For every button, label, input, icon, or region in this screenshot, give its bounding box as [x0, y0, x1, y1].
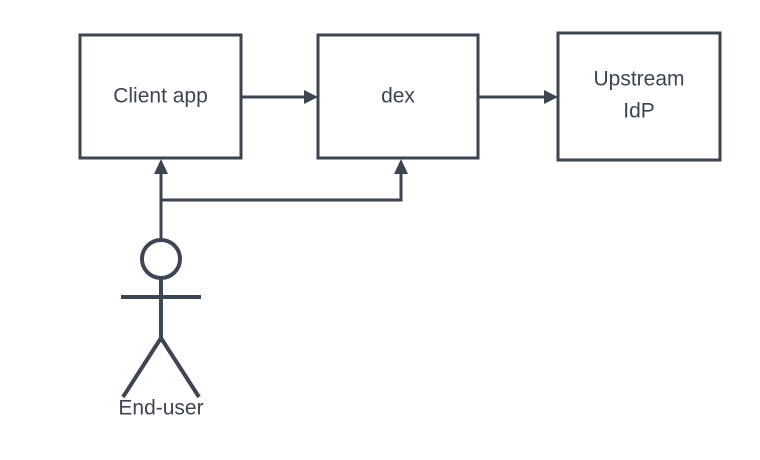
node-client-app-label: Client app: [113, 85, 208, 108]
node-dex-label: dex: [381, 85, 415, 108]
actor-right-leg-line: [159, 336, 201, 399]
actor-left-leg-line: [121, 336, 163, 399]
node-dex-rect[interactable]: [316, 33, 480, 160]
edge-end-user-to-dex-line: [161, 170, 403, 202]
node-upstream-idp-label-line1: Upstream: [593, 68, 684, 91]
edge-end-user-to-client-app: [154, 159, 168, 240]
node-upstream-idp-rect[interactable]: [556, 31, 722, 162]
node-upstream-idp-label-line2: IdP: [623, 100, 655, 123]
node-upstream-idp[interactable]: Upstream IdP: [556, 31, 722, 162]
edge-client-app-to-dex-arrowhead: [304, 90, 318, 104]
node-end-user-label: End-user: [118, 397, 203, 420]
edge-end-user-to-dex-arrowhead: [394, 159, 408, 174]
edge-dex-to-upstream-idp: [478, 90, 558, 104]
edge-client-app-to-dex: [241, 90, 318, 104]
node-end-user[interactable]: End-user: [118, 238, 204, 420]
node-client-app[interactable]: Client app: [78, 33, 243, 160]
node-client-app-rect[interactable]: [78, 33, 243, 160]
actor-head-icon: [140, 238, 182, 280]
edge-end-user-to-client-app-arrowhead: [154, 159, 168, 174]
edge-end-user-to-dex: [161, 159, 408, 202]
node-dex[interactable]: dex: [316, 33, 480, 160]
edge-dex-to-upstream-idp-arrowhead: [544, 90, 558, 104]
